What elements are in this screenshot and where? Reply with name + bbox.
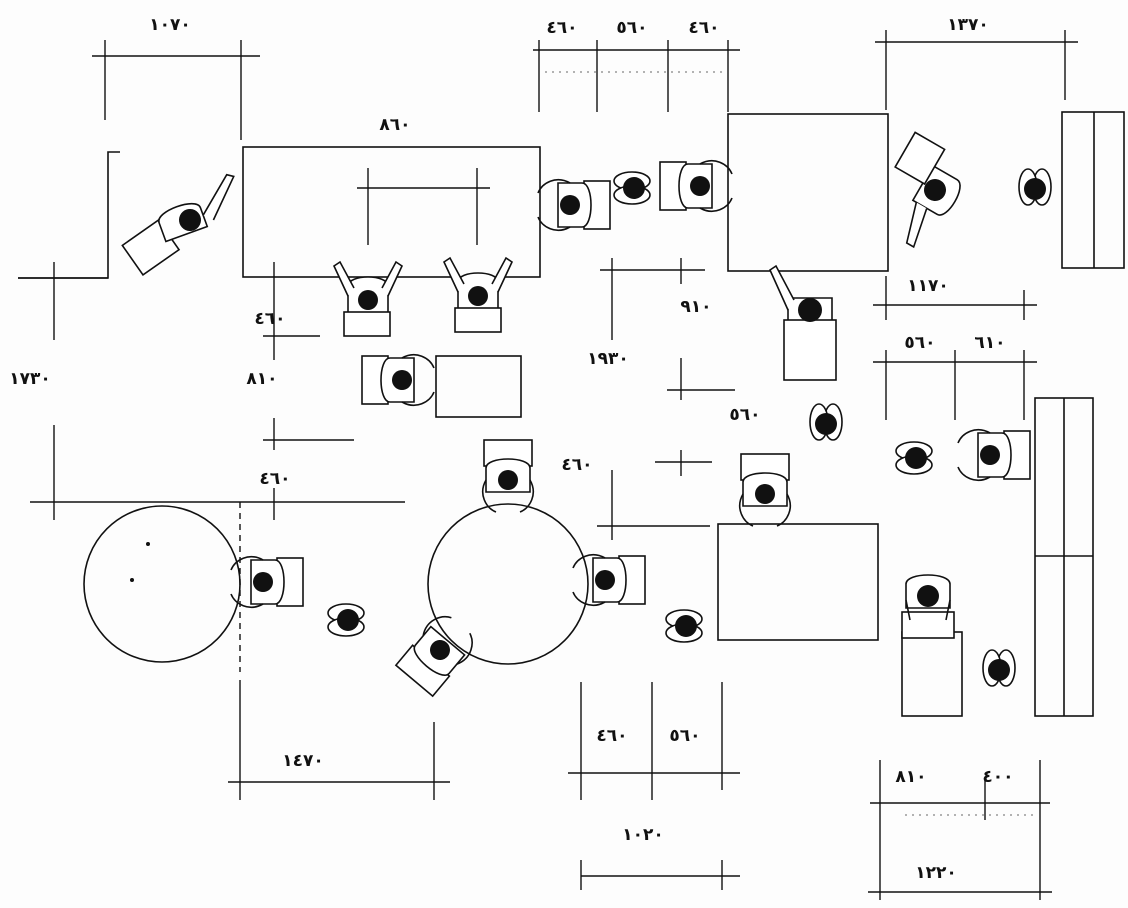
walking-person-between [327, 603, 365, 637]
reaching-person-top-right [894, 131, 961, 249]
table-small [435, 355, 522, 418]
dim-460-lower: ٤٦٠ [259, 469, 290, 489]
dim-1930: ١٩٣٠ [587, 349, 629, 369]
counter-top [1061, 111, 1125, 269]
dim-400: ٤٠٠ [982, 767, 1013, 787]
seated-person-square [738, 453, 792, 527]
dim-460-bottom: ٤٦٠ [596, 726, 627, 746]
dim-460-top-1: ٤٦٠ [546, 18, 577, 38]
dim-460-top-2: ٤٦٠ [688, 18, 719, 38]
dim-1370: ١٣٧٠ [947, 15, 989, 35]
dim-810-left: ٨١٠ [246, 369, 277, 389]
walking-person-top [613, 171, 651, 205]
seated-person-round-1 [481, 439, 535, 513]
seated-person-3 [537, 178, 611, 232]
dim-860: ٨٦٠ [379, 115, 410, 135]
seated-person-round-2 [572, 553, 646, 607]
walking-person-square [665, 609, 703, 643]
seated-person-round-4 [230, 555, 304, 609]
seated-person-small-table [361, 353, 435, 407]
dim-1470: ١٤٧٠ [282, 751, 324, 771]
seated-person-2 [443, 257, 513, 311]
dim-560-bottom: ٥٦٠ [669, 726, 700, 746]
dim-810-bottom: ٨١٠ [895, 767, 926, 787]
walking-person-bottom [982, 649, 1016, 687]
dim-1220: ١٢٢٠ [915, 863, 957, 883]
dim-560-mid: ٥٦٠ [729, 405, 760, 425]
seated-person-4 [659, 159, 733, 213]
dim-610: ٦١٠ [974, 333, 1005, 353]
seated-person-counter [957, 428, 1031, 482]
dim-460-left: ٤٦٠ [254, 309, 285, 329]
dim-560-top: ٥٦٠ [616, 18, 647, 38]
figures [121, 131, 1052, 698]
round-table-center [427, 503, 589, 665]
standing-person-left [121, 173, 235, 277]
waiter-center [768, 264, 837, 381]
dim-460-center: ٤٦٠ [561, 455, 592, 475]
table-bottom-right [901, 631, 963, 717]
dim-1730: ١٧٣٠ [9, 369, 51, 389]
dimension-lines [18, 30, 1078, 900]
dimension-labels: ١٠٧٠ ٨٦٠ ٤٦٠ ٥٦٠ ٤٦٠ ١٣٧٠ ١١٧٠ ٥٦٠ ٦١٠ ٩… [9, 15, 1013, 883]
walking-person-mid [809, 403, 843, 441]
dim-560-right: ٥٦٠ [904, 333, 935, 353]
table-right [727, 113, 889, 272]
dim-910: ٩١٠ [680, 297, 711, 317]
walking-person-counter [1018, 168, 1052, 206]
table-square [717, 523, 879, 641]
table-large [242, 146, 541, 278]
dim-1020: ١٠٢٠ [622, 825, 664, 845]
dim-1170: ١١٧٠ [907, 276, 949, 296]
round-table-left [83, 505, 241, 663]
waiter-bottom-right [901, 574, 955, 639]
dim-1070: ١٠٧٠ [149, 15, 191, 35]
walking-person-counter-2 [895, 441, 933, 475]
seated-person-1 [333, 261, 403, 315]
